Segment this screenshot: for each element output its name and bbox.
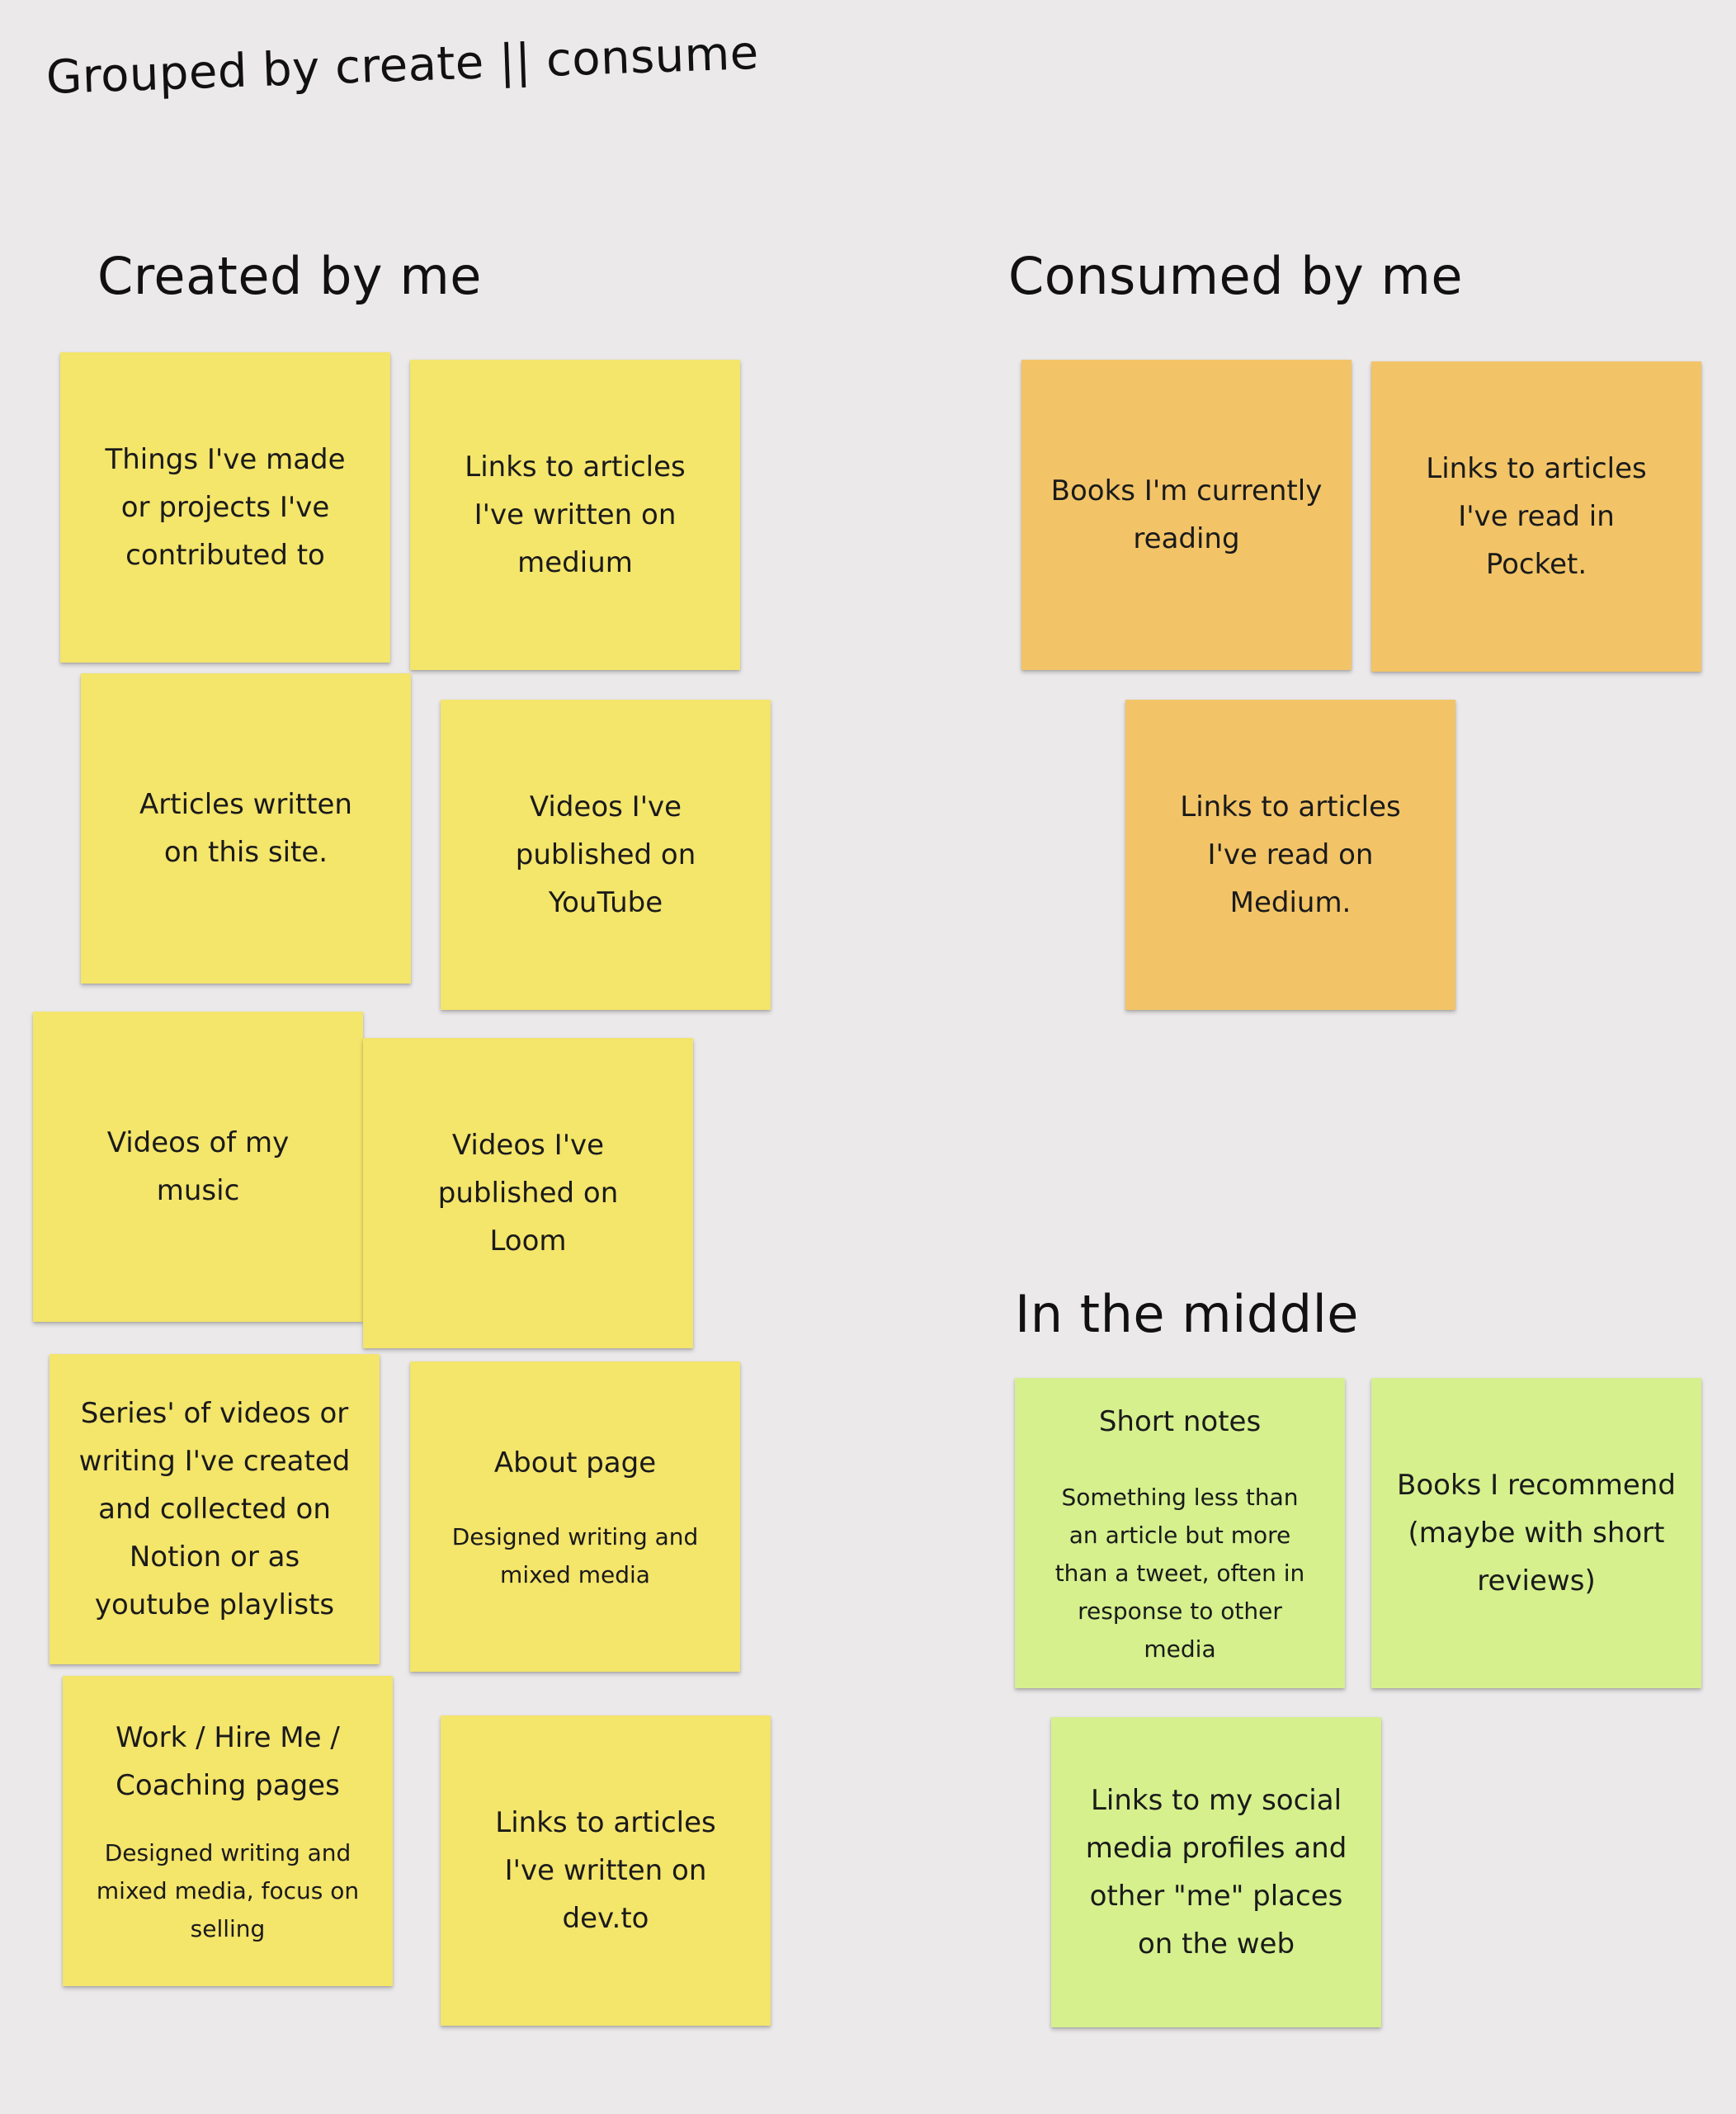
- sticky-note-text: Things I've made or projects I've contri…: [105, 443, 346, 572]
- sticky-note-medium-read[interactable]: Links to articles I've read on Medium.: [1125, 700, 1455, 1010]
- sticky-note-about-page[interactable]: About page Designed writing and mixed me…: [410, 1361, 740, 1672]
- sticky-note-books-recommend[interactable]: Books I recommend (maybe with short revi…: [1371, 1378, 1701, 1688]
- sticky-note-text: Links to articles I've written on medium: [465, 451, 686, 579]
- sticky-note-text: Links to articles I've written on dev.to: [495, 1806, 716, 1935]
- sticky-note-things-made[interactable]: Things I've made or projects I've contri…: [60, 352, 390, 663]
- sticky-note-text: Work / Hire Me / Coaching pages: [116, 1721, 340, 1802]
- sticky-note-subtext: Designed writing and mixed media, focus …: [96, 1839, 360, 1942]
- group-heading-middle: In the middle: [1015, 1284, 1359, 1344]
- sticky-note-work-pages[interactable]: Work / Hire Me / Coaching pages Designed…: [63, 1676, 393, 1986]
- sticky-note-text: Links to my social media profiles and ot…: [1085, 1784, 1347, 1961]
- sticky-note-subtext: Designed writing and mixed media: [451, 1523, 699, 1588]
- sticky-note-social-profiles[interactable]: Links to my social media profiles and ot…: [1051, 1717, 1381, 2027]
- sticky-note-text: Articles written on this site.: [139, 788, 352, 869]
- sticky-note-text: Series' of videos or writing I've create…: [78, 1397, 351, 1621]
- sticky-note-youtube-videos[interactable]: Videos I've published on YouTube: [441, 700, 771, 1010]
- sticky-note-text: Books I recommend (maybe with short revi…: [1397, 1469, 1676, 1597]
- sticky-note-site-articles[interactable]: Articles written on this site.: [81, 673, 411, 984]
- sticky-note-text: Links to articles I've read on Medium.: [1180, 790, 1401, 919]
- sticky-note-text: Videos of my music: [106, 1126, 290, 1207]
- sticky-note-series[interactable]: Series' of videos or writing I've create…: [50, 1354, 380, 1664]
- sticky-note-text: Short notes: [1098, 1405, 1262, 1438]
- sticky-note-short-notes[interactable]: Short notes Something less than an artic…: [1015, 1378, 1345, 1688]
- sticky-note-devto-articles[interactable]: Links to articles I've written on dev.to: [441, 1715, 771, 2026]
- board-title: Grouped by create || consume: [45, 26, 760, 105]
- sticky-note-text: Links to articles I've read in Pocket.: [1426, 452, 1647, 581]
- sticky-note-text: Videos I've published on YouTube: [515, 790, 696, 919]
- group-heading-created: Created by me: [97, 246, 482, 306]
- sticky-note-subtext: Something less than an article but more …: [1054, 1484, 1305, 1663]
- sticky-note-text: Videos I've published on Loom: [437, 1129, 619, 1258]
- sticky-note-books-reading[interactable]: Books I'm currently reading: [1021, 360, 1352, 670]
- sticky-note-pocket-articles[interactable]: Links to articles I've read in Pocket.: [1371, 361, 1701, 672]
- group-heading-consumed: Consumed by me: [1008, 246, 1464, 306]
- sticky-note-text: Books I'm currently reading: [1050, 474, 1323, 555]
- sticky-note-text: About page: [493, 1446, 657, 1479]
- sticky-note-medium-written[interactable]: Links to articles I've written on medium: [410, 360, 740, 670]
- sticky-note-loom-videos[interactable]: Videos I've published on Loom: [363, 1038, 693, 1348]
- sticky-note-music-videos[interactable]: Videos of my music: [33, 1012, 363, 1322]
